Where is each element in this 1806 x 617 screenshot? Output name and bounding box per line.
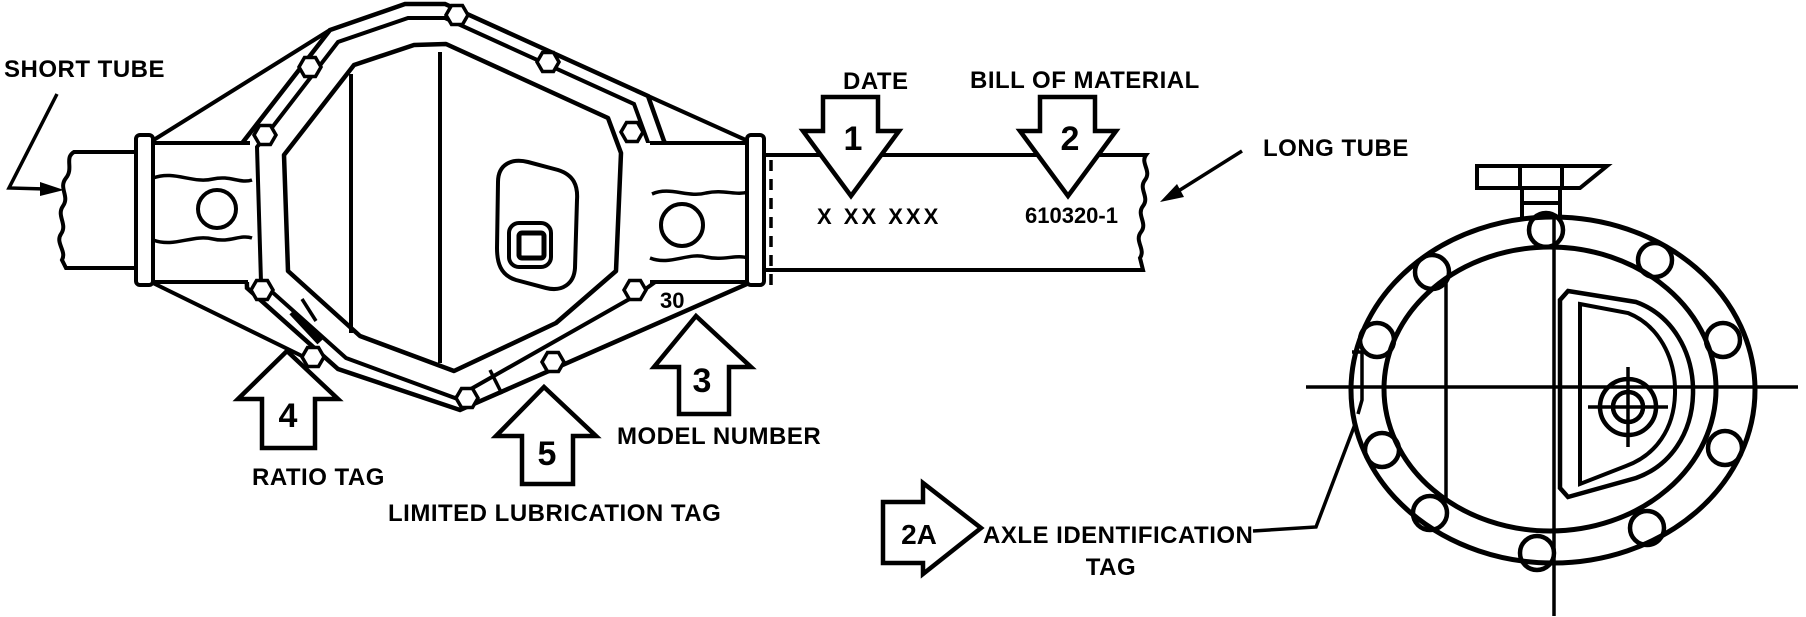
callout-number-5: 5 [538, 435, 557, 473]
right-yoke-lower-curve [649, 254, 749, 263]
hex-bolt [444, 3, 470, 27]
flange-divider-left [300, 298, 318, 322]
label-ratio-tag: RATIO TAG [252, 464, 385, 491]
hex-bolt [622, 278, 648, 302]
hex-bolt [454, 386, 480, 410]
callout-number-4: 4 [279, 397, 298, 435]
ratio-tag-plate [289, 309, 323, 345]
web-upper-left [150, 28, 332, 143]
callout-arrow-3-model [649, 312, 757, 417]
hex-bolt [535, 50, 561, 74]
axle-id-leader [1252, 418, 1359, 533]
web-upper-right [647, 94, 749, 143]
rim-bolt [1703, 320, 1743, 360]
short-tube-leader [6, 93, 59, 191]
rim-bolt [1526, 210, 1566, 250]
label-model-number: MODEL NUMBER [617, 423, 821, 450]
drain-plug-crosshair [1588, 367, 1668, 447]
hex-bolt [300, 345, 326, 369]
axle-front-view: X XX XXX 610320-1 30 [57, 1, 1150, 413]
axle-id-tag-plate [1352, 350, 1364, 415]
long-tube-leader [1171, 149, 1243, 197]
carrier-opening-inner [1578, 301, 1678, 487]
hex-bolt [297, 55, 323, 79]
rim-bolt [1362, 430, 1402, 470]
callout-arrow-2a-axle-id [880, 478, 985, 579]
stamp-bom-code: 610320-1 [1025, 203, 1118, 228]
left-yoke-upper-curve [152, 173, 253, 183]
labels: SHORT TUBE DATE BILL OF MATERIAL LONG TU… [4, 56, 1409, 581]
rim-bolt [1635, 240, 1675, 280]
web-lower-left [152, 281, 303, 358]
end-view-bolts [1357, 210, 1745, 573]
rim-bolt [1357, 320, 1397, 360]
short-tube [57, 150, 137, 270]
hex-bolt [540, 350, 566, 374]
stamp-model-number: 30 [660, 288, 684, 313]
callout-number-2: 2 [1061, 120, 1080, 158]
short-tube-arrowhead [40, 182, 64, 196]
callout-arrow-2-bom [1015, 94, 1121, 200]
hex-bolt [619, 120, 645, 144]
diff-cover-outer-flange [240, 1, 751, 413]
label-limited-lubrication-tag: LIMITED LUBRICATION TAG [388, 500, 721, 527]
label-date: DATE [843, 68, 909, 95]
right-ujoint-cap [659, 202, 705, 248]
breather-bar [1475, 164, 1613, 190]
right-tube-flange [745, 133, 766, 287]
callout-arrows: 1 2 3 4 5 2A [232, 94, 1121, 579]
label-bill-of-material: BILL OF MATERIAL [970, 67, 1200, 94]
left-tube-flange [134, 133, 155, 287]
left-yoke-lower-curve [152, 235, 253, 245]
rim-bolt [1412, 252, 1452, 292]
callout-arrow-1-date [798, 94, 904, 200]
callout-arrow-5-lube [490, 383, 602, 487]
callout-number-1: 1 [844, 120, 863, 158]
hex-bolt [249, 278, 275, 302]
breather-fitting [1475, 164, 1613, 218]
rim-bolt [1627, 508, 1667, 548]
rim-bolt [1705, 428, 1745, 468]
label-axle-identification-line1: AXLE IDENTIFICATION [983, 522, 1253, 549]
rim-bolt [1410, 493, 1450, 533]
callout-arrow-4-ratio [232, 347, 344, 451]
left-ujoint-cap [196, 188, 238, 230]
label-long-tube: LONG TUBE [1263, 135, 1409, 162]
hex-bolt [252, 123, 278, 147]
diff-cover-dome [281, 41, 624, 374]
callout-number-3: 3 [693, 362, 712, 400]
stamp-date-code: X XX XXX [817, 204, 941, 229]
leader-lines [6, 93, 1359, 533]
axle-end-view [1306, 164, 1798, 616]
carrier-opening-outer [1557, 288, 1696, 500]
label-axle-identification-line2: TAG [1086, 554, 1136, 581]
fill-plug-square [516, 230, 547, 261]
long-tube-arrowhead [1160, 184, 1184, 202]
right-yoke-upper-curve [651, 189, 749, 196]
label-short-tube: SHORT TUBE [4, 56, 165, 83]
callout-number-2a: 2A [901, 519, 937, 550]
lube-tag-divider [488, 369, 504, 395]
